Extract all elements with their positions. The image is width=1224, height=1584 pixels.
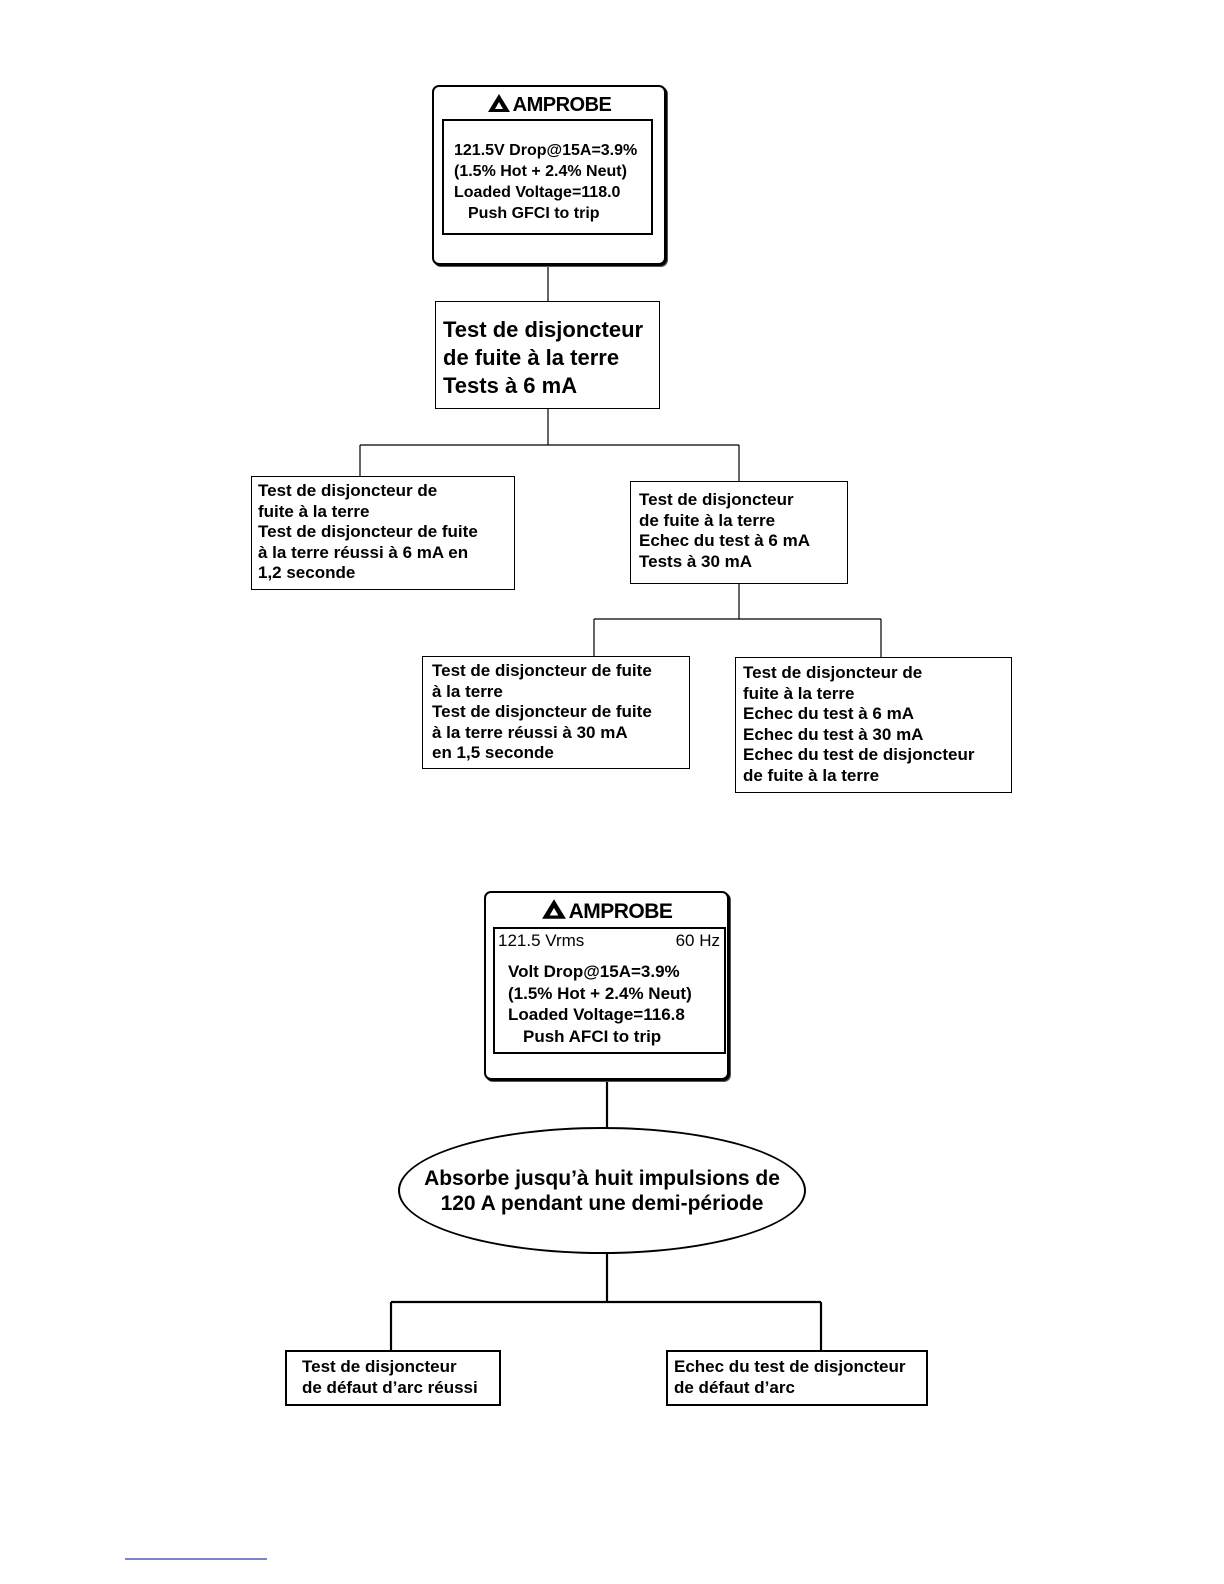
box-line: Test de disjoncteur de fuite	[258, 522, 478, 541]
screen-line: Volt Drop@15A=3.9%	[508, 962, 680, 981]
brand-name: AMPROBE	[568, 900, 673, 923]
amprobe-triangle-icon	[541, 899, 566, 919]
box-line: de fuite à la terre	[639, 510, 776, 530]
box-line: Test de disjoncteur	[443, 317, 644, 342]
box-line: Echec du test à 6 mA	[743, 704, 915, 723]
brand-logo: AMPROBE	[434, 93, 664, 117]
tester-device-gfci: AMPROBE 121.5V Drop@15A=3.9% (1.5% Hot +…	[432, 85, 666, 265]
box-line: Echec du test à 30 mA	[743, 724, 924, 744]
box-line: Test de disjoncteur de	[258, 481, 438, 500]
afci-fail-box: Echec du test de disjoncteur de défaut d…	[666, 1350, 928, 1406]
amprobe-triangle-icon	[487, 94, 510, 112]
box-line: Echec du test à 6 mA	[639, 531, 811, 550]
screen-line: Push GFCI to trip	[468, 205, 600, 222]
box-line: Test de disjoncteur de fuite	[432, 702, 652, 721]
box-line: de défaut d’arc	[674, 1377, 795, 1397]
box-line: Test de disjoncteur	[302, 1357, 457, 1376]
box-line: 1,2 seconde	[258, 563, 356, 582]
box-line: fuite à la terre	[258, 501, 370, 521]
afci-pass-box: Test de disjoncteur de défaut d’arc réus…	[285, 1350, 501, 1406]
box-line: Test de disjoncteur	[639, 490, 794, 509]
screen-line: Loaded Voltage=118.0	[454, 184, 621, 201]
afci-pulse-oval: Absorbe jusqu’à huit impulsions de 120 A…	[398, 1127, 806, 1254]
gfci-fail-6ma-box: Test de disjoncteur de fuite à la terre …	[630, 481, 848, 584]
oval-line: 120 A pendant une demi-période	[440, 1191, 764, 1215]
gfci-pass-6ma-box: Test de disjoncteur de fuite à la terre …	[251, 476, 515, 590]
screen-line: 121.5V Drop@15A=3.9%	[454, 142, 638, 159]
brand-name: AMPROBE	[512, 94, 612, 116]
voltage-readout: 121.5 Vrms	[498, 931, 585, 950]
box-line: à la terre réussi à 6 mA en	[258, 542, 469, 562]
gfci-pass-30ma-box: Test de disjoncteur de fuite à la terre …	[422, 656, 690, 769]
gfci-fail-30ma-box: Test de disjoncteur de fuite à la terre …	[735, 657, 1012, 793]
box-line: fuite à la terre	[743, 683, 855, 703]
box-line: Echec du test de disjoncteur	[674, 1357, 906, 1376]
box-line: en 1,5 seconde	[432, 743, 554, 762]
brand-logo: AMPROBE	[486, 898, 727, 924]
screen-line: Push AFCI to trip	[523, 1026, 662, 1046]
box-line: de fuite à la terre	[443, 345, 620, 370]
device-screen: 121.5V Drop@15A=3.9% (1.5% Hot + 2.4% Ne…	[442, 119, 653, 235]
tester-device-afci: AMPROBE 121.5 Vrms 60 Hz Volt Drop@15A=3…	[484, 891, 729, 1080]
box-line: Test de disjoncteur de	[743, 663, 923, 682]
box-line: de défaut d’arc réussi	[302, 1377, 478, 1397]
device-screen: 121.5 Vrms 60 Hz Volt Drop@15A=3.9% (1.5…	[493, 927, 726, 1054]
gfci-test-root-box: Test de disjoncteur de fuite à la terre …	[435, 301, 660, 409]
screen-line: (1.5% Hot + 2.4% Neut)	[508, 983, 692, 1003]
screen-line: Loaded Voltage=116.8	[508, 1005, 685, 1024]
box-line: à la terre	[432, 681, 503, 701]
oval-line: Absorbe jusqu’à huit impulsions de	[424, 1166, 780, 1190]
box-line: Tests à 30 mA	[639, 551, 753, 571]
box-line: de fuite à la terre	[743, 765, 880, 785]
box-line: Tests à 6 mA	[443, 373, 578, 398]
box-line: Echec du test de disjoncteur	[743, 745, 975, 764]
screen-line: (1.5% Hot + 2.4% Neut)	[454, 163, 627, 180]
frequency-readout: 60 Hz	[675, 931, 720, 950]
box-line: à la terre réussi à 30 mA	[432, 722, 628, 742]
box-line: Test de disjoncteur de fuite	[432, 661, 652, 680]
